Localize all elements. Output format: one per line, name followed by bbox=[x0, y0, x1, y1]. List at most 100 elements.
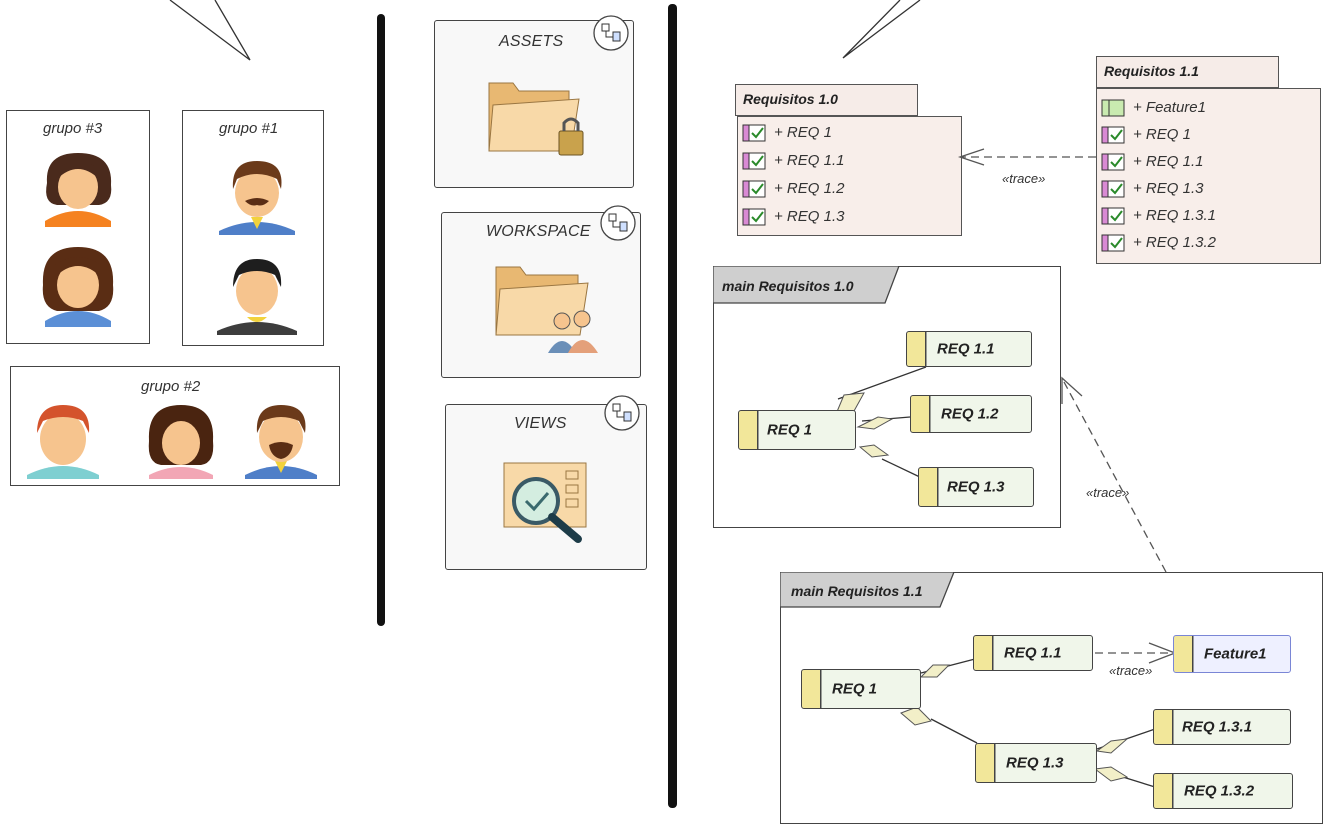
feature-node[interactable]: Feature1 bbox=[1173, 635, 1291, 673]
requirement-element-icon bbox=[1101, 207, 1125, 225]
req-node-c1[interactable]: REQ 1.3.1 bbox=[1153, 709, 1291, 745]
package-item[interactable]: + REQ 1 bbox=[742, 124, 832, 142]
node-label: REQ 1.1 bbox=[1004, 644, 1062, 662]
package-title: WORKSPACE bbox=[486, 223, 591, 240]
node-label: REQ 1 bbox=[832, 680, 878, 698]
node-label: REQ 1 bbox=[767, 421, 813, 439]
package-item-label: + REQ 1.1 bbox=[1133, 153, 1204, 170]
trace-label: «trace» bbox=[1002, 171, 1046, 186]
package-item[interactable]: + REQ 1.3 bbox=[742, 208, 844, 226]
package-item[interactable]: + Feature1 bbox=[1101, 99, 1206, 117]
trace-label: «trace» bbox=[1086, 485, 1130, 500]
avatar-man-red-hair-icon bbox=[27, 405, 99, 479]
requirement-element-icon bbox=[742, 152, 766, 170]
connectors bbox=[900, 642, 1177, 788]
callout-tail-left bbox=[169, 0, 251, 61]
avatar-woman-blue-icon bbox=[42, 247, 114, 327]
diagram-frame-main11[interactable]: main Requisitos 1.1 REQ 1 REQ 1.1 Featur… bbox=[780, 572, 1323, 824]
shared-folder-icon bbox=[495, 266, 598, 353]
group-title: grupo #1 bbox=[219, 120, 279, 137]
requirement-element-icon bbox=[1101, 126, 1125, 144]
requirement-element-icon bbox=[1101, 234, 1125, 252]
requirement-element-icon bbox=[1101, 153, 1125, 171]
package-item[interactable]: + REQ 1.2 bbox=[742, 180, 844, 198]
package-item[interactable]: + REQ 1.1 bbox=[1101, 153, 1203, 171]
req-node-root[interactable]: REQ 1 bbox=[738, 410, 856, 450]
avatar-man-mustache-icon bbox=[219, 161, 295, 235]
requirement-element-icon bbox=[742, 124, 766, 142]
callout-tail-right bbox=[842, 0, 921, 59]
package-item[interactable]: + REQ 1.3 bbox=[1101, 180, 1203, 198]
avatar-man-beard-icon bbox=[245, 405, 317, 479]
avatar-man-dark-icon bbox=[217, 259, 297, 335]
locked-folder-icon bbox=[488, 82, 584, 156]
feature-element-icon bbox=[1101, 99, 1125, 117]
package-item-label: + REQ 1.3.1 bbox=[1133, 207, 1216, 224]
requirement-element-icon bbox=[742, 208, 766, 226]
package-item[interactable]: + REQ 1 bbox=[1101, 126, 1191, 144]
diagram-link-icon bbox=[593, 15, 629, 51]
package-title: VIEWS bbox=[514, 415, 567, 432]
group-box-2[interactable]: grupo #2 bbox=[10, 366, 340, 486]
frame-tab-shape bbox=[713, 266, 900, 304]
package-item-label: + REQ 1.3 bbox=[774, 208, 845, 225]
group-title: grupo #3 bbox=[43, 120, 103, 137]
frame-title: main Requisitos 1.0 bbox=[722, 278, 854, 294]
package-body-req10[interactable]: + REQ 1 + REQ 1.1 + REQ 1.2 + REQ 1.3 bbox=[737, 116, 962, 236]
group-box-3[interactable]: grupo #3 bbox=[6, 110, 150, 344]
package-views[interactable]: VIEWS bbox=[445, 395, 647, 570]
node-label: REQ 1.3.1 bbox=[1182, 718, 1253, 736]
trace-connector-packages[interactable] bbox=[950, 140, 1100, 180]
review-magnifier-icon bbox=[503, 462, 587, 543]
requirement-element-icon bbox=[1101, 180, 1125, 198]
package-item-label: + REQ 1.2 bbox=[774, 180, 845, 197]
req-node-c2[interactable]: REQ 1.3.2 bbox=[1153, 773, 1293, 809]
diagram-link-icon bbox=[604, 395, 640, 431]
req-node-a[interactable]: REQ 1.1 bbox=[973, 635, 1093, 671]
node-label: REQ 1.3 bbox=[1006, 754, 1064, 772]
frame-title: main Requisitos 1.1 bbox=[791, 583, 923, 599]
node-label: REQ 1.2 bbox=[941, 405, 999, 423]
package-tab-req11[interactable]: Requisitos 1.1 bbox=[1096, 56, 1279, 88]
separator-bar-left bbox=[377, 14, 385, 626]
trace-connector-frames[interactable] bbox=[1050, 370, 1180, 576]
separator-bar-right bbox=[668, 4, 677, 808]
package-body-req11[interactable]: + Feature1 + REQ 1 + REQ 1.1 + REQ 1.3 + REQ… bbox=[1096, 88, 1321, 264]
req-node-a[interactable]: REQ 1.1 bbox=[906, 331, 1032, 367]
avatar-woman-pink-icon bbox=[148, 405, 214, 479]
group-box-1[interactable]: grupo #1 bbox=[182, 110, 324, 346]
package-item-label: + REQ 1 bbox=[774, 124, 832, 141]
requirement-element-icon bbox=[742, 180, 766, 198]
node-label: REQ 1.3 bbox=[947, 478, 1005, 496]
package-assets[interactable]: ASSETS bbox=[434, 15, 634, 188]
node-label: REQ 1.3.2 bbox=[1184, 782, 1255, 800]
package-item[interactable]: + REQ 1.1 bbox=[742, 152, 844, 170]
diagram-frame-main10[interactable]: main Requisitos 1.0 REQ 1 REQ 1.1 REQ 1.… bbox=[713, 266, 1061, 528]
package-workspace[interactable]: WORKSPACE bbox=[441, 205, 641, 378]
group-avatars bbox=[217, 161, 297, 335]
package-item[interactable]: + REQ 1.3.2 bbox=[1101, 234, 1216, 252]
node-label: REQ 1.1 bbox=[937, 340, 995, 358]
req-node-c[interactable]: REQ 1.3 bbox=[975, 743, 1097, 783]
package-title: ASSETS bbox=[499, 33, 564, 50]
group-avatars bbox=[42, 153, 114, 327]
avatar-woman-orange-icon bbox=[45, 153, 112, 227]
package-item-label: + Feature1 bbox=[1133, 99, 1206, 116]
connectors bbox=[835, 366, 927, 480]
frame-tab-shape bbox=[780, 572, 955, 608]
package-item-label: + REQ 1.3.2 bbox=[1133, 234, 1216, 251]
package-item-label: + REQ 1.3 bbox=[1133, 180, 1204, 197]
node-label: Feature1 bbox=[1204, 645, 1267, 663]
package-item-label: + REQ 1.1 bbox=[774, 152, 845, 169]
trace-label: «trace» bbox=[1109, 663, 1153, 678]
req-node-root[interactable]: REQ 1 bbox=[801, 669, 921, 709]
package-item-label: + REQ 1 bbox=[1133, 126, 1191, 143]
req-node-c[interactable]: REQ 1.3 bbox=[918, 467, 1034, 507]
group-avatars bbox=[27, 405, 317, 479]
diagram-link-icon bbox=[600, 205, 636, 241]
group-title: grupo #2 bbox=[141, 378, 201, 395]
req-node-b[interactable]: REQ 1.2 bbox=[910, 395, 1032, 433]
package-tab-req10[interactable]: Requisitos 1.0 bbox=[735, 84, 918, 116]
package-item[interactable]: + REQ 1.3.1 bbox=[1101, 207, 1216, 225]
